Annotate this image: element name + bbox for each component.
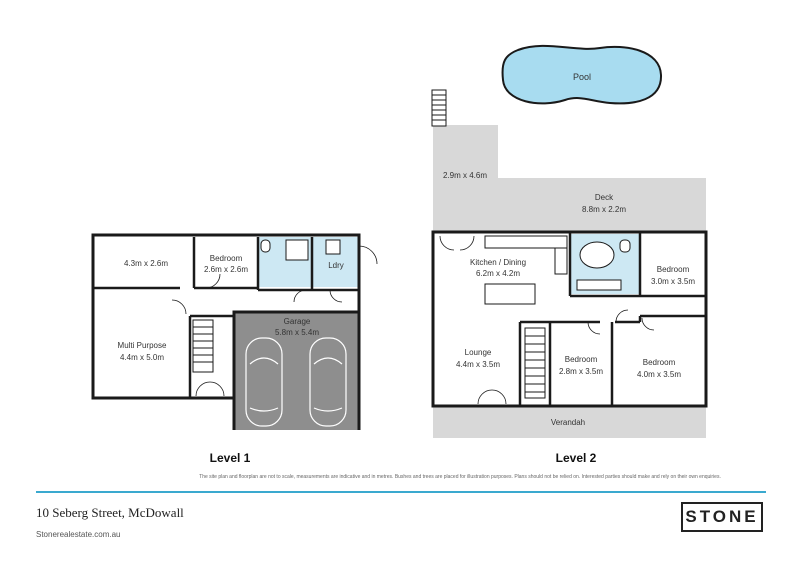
verandah-area bbox=[433, 406, 706, 438]
pool-label: Pool bbox=[573, 72, 591, 82]
multi-purpose-size-label: 4.4m x 5.0m bbox=[120, 353, 164, 362]
balcony-size-label: 2.9m x 4.6m bbox=[443, 171, 487, 180]
room-a-size-label: 4.3m x 2.6m bbox=[124, 259, 168, 268]
garage-size-label: 5.8m x 5.4m bbox=[275, 328, 319, 337]
kitchen-counters bbox=[484, 235, 568, 305]
multi-purpose-name-label: Multi Purpose bbox=[118, 341, 167, 350]
pool bbox=[501, 44, 663, 105]
disclaimer-text: The site plan and floorplan are not to s… bbox=[199, 474, 721, 480]
level-2-stairs bbox=[524, 327, 546, 399]
floor-plan: Pool bbox=[91, 44, 708, 465]
deck-area bbox=[433, 178, 706, 235]
website-link[interactable]: Stonerealestate.com.au bbox=[36, 530, 121, 539]
bedroom-2-size-label: 2.8m x 3.5m bbox=[559, 367, 603, 376]
logo-text: STONE bbox=[685, 507, 759, 526]
verandah-label: Verandah bbox=[551, 418, 585, 427]
shower-icon bbox=[285, 239, 309, 261]
toilet-icon bbox=[619, 239, 631, 253]
lounge-size-label: 4.4m x 3.5m bbox=[456, 360, 500, 369]
level-2-title: Level 2 bbox=[556, 451, 597, 465]
footer-divider bbox=[36, 491, 766, 493]
level-2-plan: 2.9m x 4.6m Deck 8.8m x 2.2m Kitchen / D… bbox=[431, 89, 708, 438]
bedroom-3-name-label: Bedroom bbox=[643, 358, 676, 367]
lounge-name-label: Lounge bbox=[465, 348, 492, 357]
level-1-doors bbox=[171, 245, 378, 397]
level-2-interior-walls bbox=[518, 232, 706, 406]
stone-logo: STONE bbox=[681, 502, 763, 532]
bedroom-1-name-label: Bedroom bbox=[657, 265, 690, 274]
vanity-icon bbox=[576, 279, 622, 291]
bedroom-2-name-label: Bedroom bbox=[565, 355, 598, 364]
kitchen-name-label: Kitchen / Dining bbox=[470, 258, 526, 267]
deck-stairs bbox=[431, 89, 447, 127]
bedroom-1-size-label: 3.0m x 3.5m bbox=[651, 277, 695, 286]
level-2-doors bbox=[439, 235, 655, 405]
kitchen-size-label: 6.2m x 4.2m bbox=[476, 269, 520, 278]
level-1-plan: 4.3m x 2.6m Bedroom 2.6m x 2.6m Ldry Mul… bbox=[91, 233, 378, 430]
level-1-exterior-wall bbox=[91, 233, 361, 430]
laundry-tub-icon bbox=[325, 239, 341, 255]
car-right bbox=[309, 337, 347, 427]
bathtub-icon bbox=[579, 241, 615, 269]
car-left bbox=[245, 337, 283, 427]
laundry-label: Ldry bbox=[328, 261, 344, 270]
level-1-title: Level 1 bbox=[210, 451, 251, 465]
property-address: 10 Seberg Street, McDowall bbox=[36, 505, 184, 520]
garage-name-label: Garage bbox=[284, 317, 311, 326]
level-1-bedroom-name-label: Bedroom bbox=[210, 254, 243, 263]
deck-size-label: 8.8m x 2.2m bbox=[582, 205, 626, 214]
level-1-bedroom-size-label: 2.6m x 2.6m bbox=[204, 265, 248, 274]
level-1-interior-walls bbox=[93, 237, 359, 398]
level-1-toilet-icon bbox=[260, 239, 271, 253]
deck-name-label: Deck bbox=[595, 193, 614, 202]
level-1-stairs bbox=[192, 319, 214, 373]
bedroom-3-size-label: 4.0m x 3.5m bbox=[637, 370, 681, 379]
